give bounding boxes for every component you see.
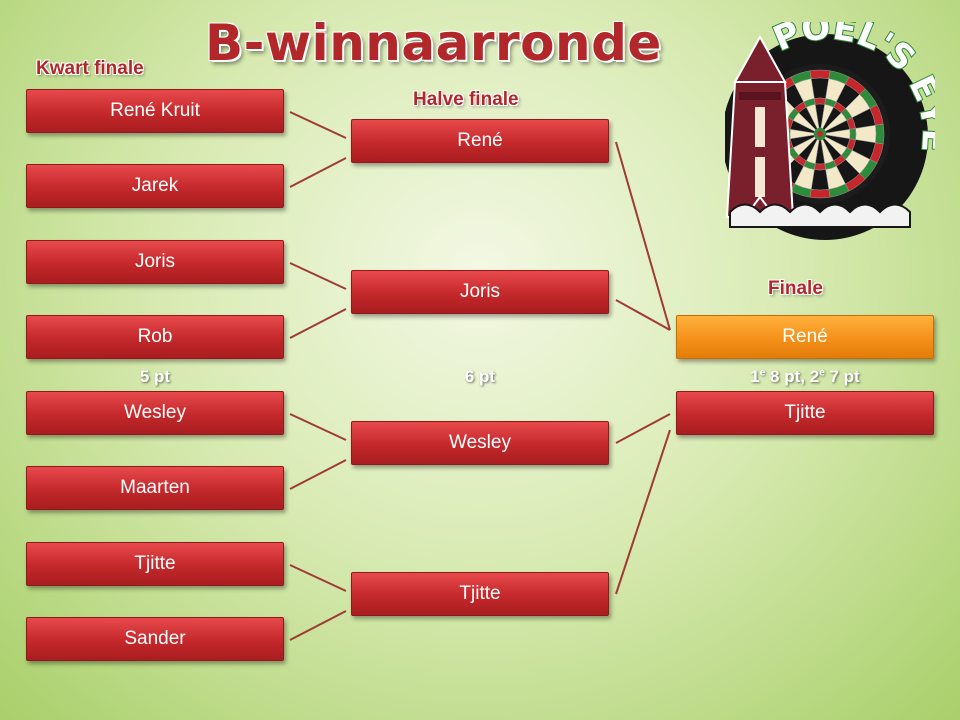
bracket-line (289, 308, 347, 339)
final-winner: René (676, 315, 934, 359)
bracket-line (615, 413, 671, 444)
bracket-line (615, 429, 671, 595)
semi-final-player-2: Joris (351, 270, 609, 314)
round-label-final: Finale (768, 278, 823, 299)
bracket-line (289, 610, 347, 641)
quarter-final-player-3: Joris (26, 240, 284, 284)
bracket-line (289, 564, 347, 592)
bracket-line (615, 141, 671, 331)
quarter-final-player-4: Rob (26, 315, 284, 359)
quarter-final-player-8: Sander (26, 617, 284, 661)
bracket-line (289, 111, 347, 139)
round-label-semi: Halve finale (413, 89, 519, 110)
quarter-final-player-5: Wesley (26, 391, 284, 435)
dartboard-windmill-logo: POEL'S EYE (725, 22, 935, 240)
bracket-line (289, 262, 347, 290)
bracket-line (615, 299, 671, 331)
final-runner-up: Tjitte (676, 391, 934, 435)
page-title: B-winnaarronde (205, 14, 662, 72)
round-label-quarter: Kwart finale (36, 58, 144, 79)
points-final: 1e 8 pt, 2e 7 pt (750, 367, 860, 386)
semi-final-player-1: René (351, 119, 609, 163)
bracket-line (289, 459, 347, 490)
bracket-line (289, 413, 347, 441)
points-quarter: 5 pt (139, 367, 171, 386)
points-semi: 6 pt (464, 367, 496, 386)
quarter-final-player-1: René Kruit (26, 89, 284, 133)
bracket-line (289, 157, 347, 188)
semi-final-player-3: Wesley (351, 421, 609, 465)
quarter-final-player-7: Tjitte (26, 542, 284, 586)
quarter-final-player-2: Jarek (26, 164, 284, 208)
quarter-final-player-6: Maarten (26, 466, 284, 510)
semi-final-player-4: Tjitte (351, 572, 609, 616)
